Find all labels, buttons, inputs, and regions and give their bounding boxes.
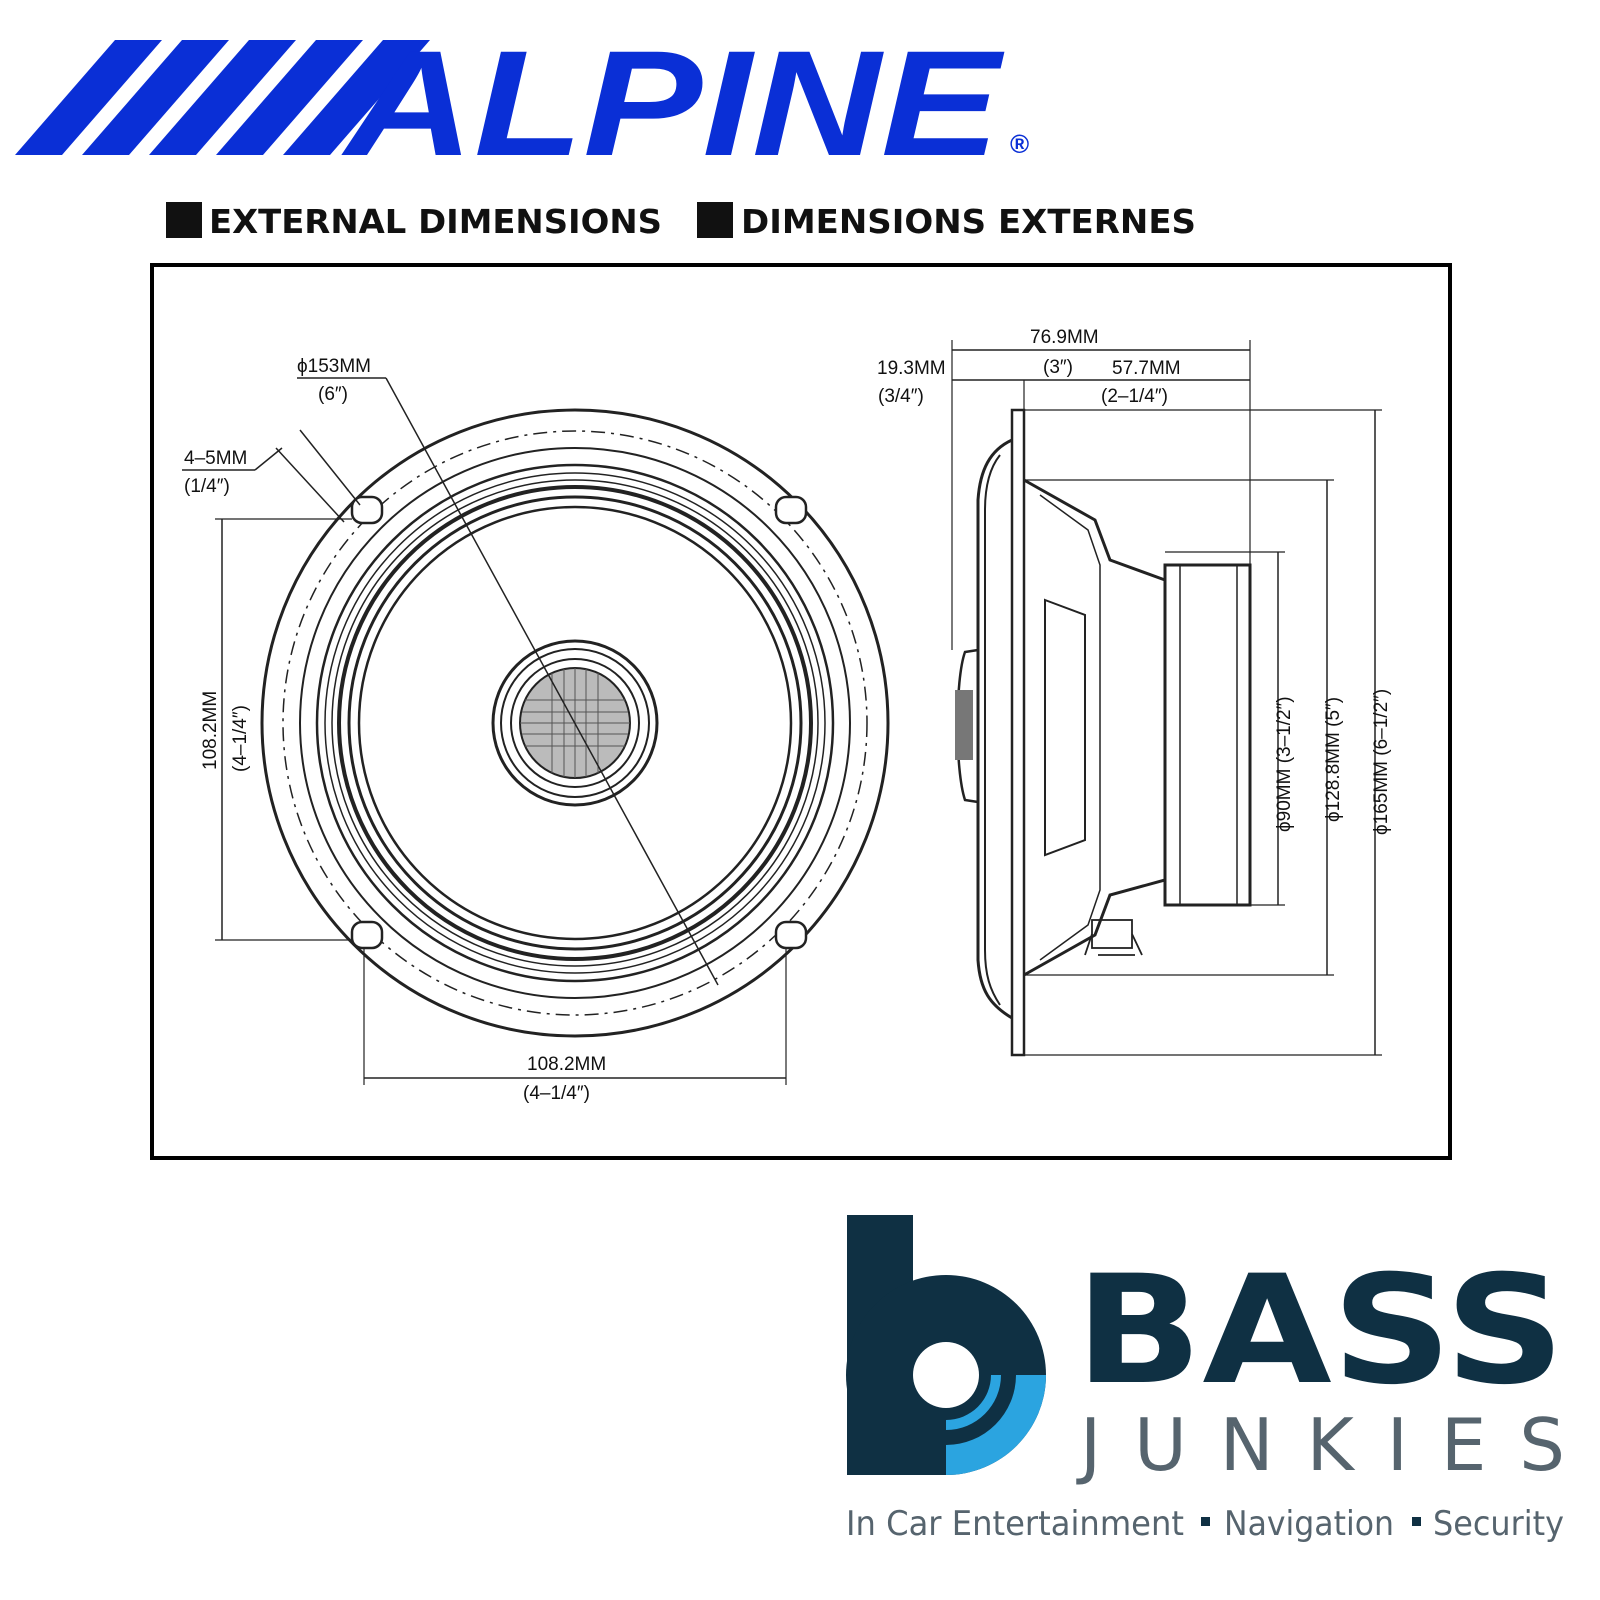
flange-inner-ring (299, 447, 851, 999)
outer-flange-ring (260, 408, 890, 1038)
heading-french: DIMENSIONS EXTERNES (741, 202, 1196, 241)
rear-depth-mm-label: 57.7MM (1112, 358, 1181, 379)
surround-ring-5 (347, 495, 803, 951)
flange-leader-2 (299, 429, 361, 506)
basket-window (1044, 598, 1086, 857)
rear-depth-in-label: (2–1/4″) (1101, 386, 1168, 407)
total-depth-in-label: (3″) (1043, 357, 1073, 378)
surround-ring-4 (337, 485, 813, 961)
front-diameter-mm-label: ϕ153MM (297, 356, 371, 377)
flange-in-label: (1/4″) (184, 476, 230, 497)
tagline-navigation: Navigation (1224, 1504, 1394, 1544)
tweeter-ring-mid (500, 648, 650, 798)
vertical-in-label: (4–1/4″) (230, 705, 251, 772)
basket-diameter-label: ϕ128.8MM (5″) (1323, 697, 1344, 822)
alpine-wordmark: ALPINE (340, 19, 1004, 187)
horizontal-in-label: (4–1/4″) (523, 1083, 590, 1104)
bass-junkies-logo: BASS JUNKIES In Car Entertainment Naviga… (846, 1215, 1565, 1544)
tweeter-ring-inner (510, 658, 640, 788)
registered-mark: ® (1010, 129, 1029, 159)
junkies-wordmark: JUNKIES (1076, 1403, 1565, 1487)
flange-leader-link (254, 447, 283, 471)
tagline: In Car Entertainment Navigation Security (846, 1504, 1564, 1544)
front-depth-mm-label: 19.3MM (877, 358, 946, 379)
speaker-terminal (1084, 919, 1143, 956)
alpine-speed-stripes (15, 40, 430, 155)
magnet-diameter-label: ϕ90MM (3–1/2″) (1274, 696, 1295, 832)
diameter-leader-line (385, 377, 719, 986)
alpine-logo: ALPINE ® (15, 19, 1029, 187)
heading-bullet-french (697, 202, 733, 238)
front-depth-in-label: (3/4″) (878, 386, 924, 407)
horizontal-mm-label: 108.2MM (527, 1054, 606, 1075)
outer-diameter-label: ϕ165MM (6–1/2″) (1371, 689, 1392, 835)
basket-profile-inner (1039, 494, 1101, 961)
b-mark-icon (846, 1215, 1046, 1475)
tweeter-ring-outer (491, 639, 659, 807)
heading-english: EXTERNAL DIMENSIONS (209, 202, 662, 241)
drawing-frame (150, 263, 1452, 1160)
bass-wordmark: BASS (1075, 1244, 1565, 1418)
tagline-security: Security (1433, 1504, 1564, 1544)
tweeter-bump-fill (955, 690, 973, 760)
flange-dashed-ring (282, 430, 868, 1016)
front-surround-profile (976, 438, 1013, 1020)
tagline-separator-1 (1201, 1517, 1210, 1526)
surround-ring-2 (324, 472, 826, 974)
flange-leader-1 (275, 447, 345, 523)
vertical-mm-label: 108.2MM (200, 691, 221, 770)
signal-waves-icon (946, 1375, 1046, 1475)
surround-ring-1 (315, 463, 835, 983)
front-view (182, 377, 890, 1085)
tagline-separator-2 (1412, 1517, 1421, 1526)
total-depth-mm-label: 76.9MM (1030, 327, 1099, 348)
flange-mm-label: 4–5MM (184, 448, 247, 469)
tagline-entertainment: In Car Entertainment (846, 1504, 1184, 1544)
surround-ring-3 (331, 479, 819, 967)
front-surround-profile-2 (984, 454, 1001, 1006)
side-view (951, 340, 1382, 1057)
front-diameter-in-label: (6″) (318, 384, 348, 405)
heading-bullet-english (166, 202, 202, 238)
section-headings: EXTERNAL DIMENSIONS DIMENSIONS EXTERNES (166, 202, 1196, 241)
cone-edge (357, 505, 793, 941)
mounting-plate (1010, 408, 1026, 1057)
